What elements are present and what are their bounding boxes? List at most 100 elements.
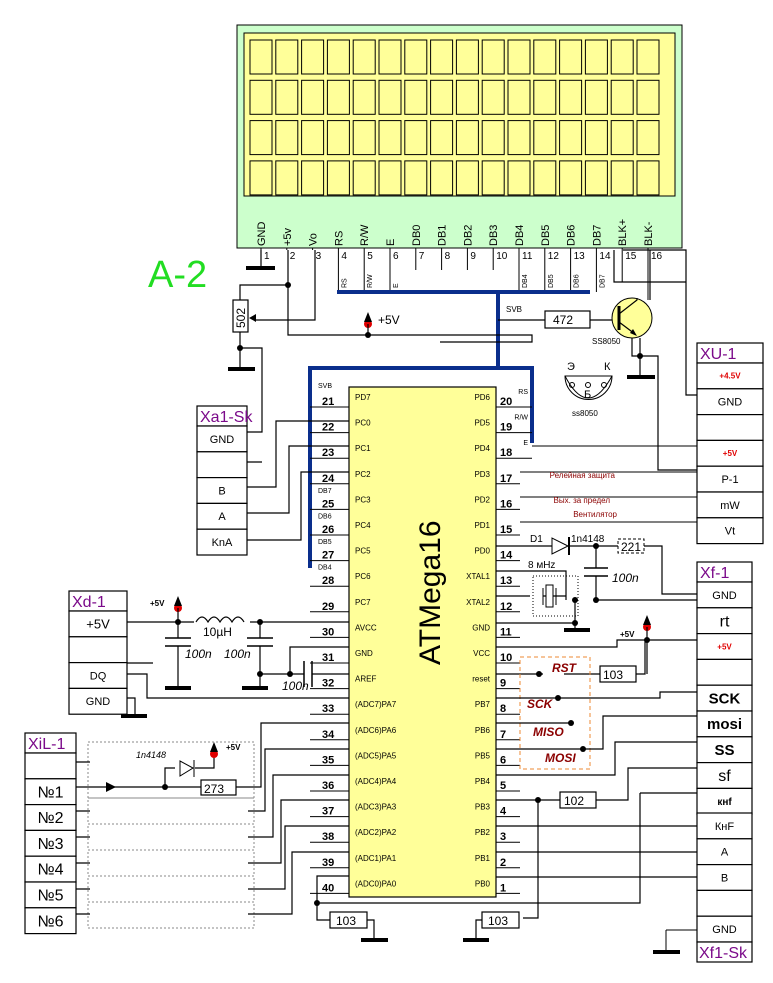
mcu-pin-number: 30: [322, 626, 334, 638]
connector-pin-label: №1: [37, 784, 63, 801]
connector-pin-cell[interactable]: [696, 607, 753, 635]
lcd-char-cell: [249, 120, 273, 156]
connector-pin-label: B: [218, 485, 225, 497]
connector-pin-label: +4.5V: [719, 372, 741, 381]
resistor-102-value-alt: 102: [564, 794, 584, 808]
lcd-char-cell: [455, 160, 479, 196]
lcd-char-cell: [430, 39, 454, 75]
lcd-char-cell: [326, 39, 350, 75]
bus-tap-label: DB5: [548, 274, 555, 288]
lcd-character-cells: [249, 39, 660, 196]
connector-pin-cell[interactable]: [696, 889, 753, 917]
lcd-char-cell: [249, 160, 273, 196]
connector-pin-cell[interactable]: [696, 581, 753, 609]
mcu-net-label: E: [523, 440, 528, 447]
connector-pin-cell[interactable]: [696, 863, 753, 891]
connector-pin-cell[interactable]: [196, 502, 248, 530]
mcu-pin-name: PC3: [355, 495, 371, 504]
lcd-char-cell: [533, 39, 557, 75]
cap-value: 100n: [185, 647, 212, 661]
connector-pin-cell[interactable]: [68, 636, 128, 664]
lcd-char-cell: [275, 79, 299, 115]
lcd-char-cell: [610, 79, 634, 115]
bus-tap-label: DB6: [574, 274, 581, 288]
mcu-pin-number: 18: [500, 447, 512, 459]
connector-pin-cell[interactable]: [696, 915, 753, 943]
connector-pin-cell[interactable]: [696, 465, 764, 493]
connector-pin-cell[interactable]: [196, 477, 248, 505]
lcd-char-cell: [352, 160, 376, 196]
mcu-net-label: RS: [518, 389, 528, 396]
mcu-pin-name: XTAL2: [466, 598, 490, 607]
connector-pin-cell[interactable]: [68, 610, 128, 638]
connector-pin-label: GND: [712, 590, 737, 602]
resistor-221-value: 221: [621, 540, 641, 554]
connector-pin-cell[interactable]: [696, 736, 753, 764]
junction: [285, 282, 291, 288]
connector-pin-cell[interactable]: [696, 812, 753, 840]
mcu-pin-name: (ADC5)PA5: [355, 751, 397, 760]
bus-right-leg: [470, 366, 534, 443]
lcd-pin-name: DB3: [488, 225, 500, 246]
connector-pin-cell[interactable]: [696, 632, 753, 660]
lcd-pin-number: 3: [316, 251, 322, 262]
connector-pin-label: №6: [37, 913, 63, 930]
mcu-pin-name: PC2: [355, 470, 371, 479]
mcu-pin-number: 6: [500, 754, 506, 766]
mcu-pin-number: 4: [500, 806, 507, 818]
lcd-char-cell: [507, 79, 531, 115]
mcu-pin-number: 39: [322, 857, 334, 869]
inductor-10uh: [195, 616, 245, 624]
connector-pin-label: P-1: [721, 474, 738, 486]
lcd-char-cell: [610, 160, 634, 196]
base-resistor-value: 472: [553, 313, 573, 327]
connector-pin-cell[interactable]: [24, 752, 77, 780]
connector-pin-cell[interactable]: [696, 658, 753, 686]
lcd-module: GND1+5v2Vo3RS4RSR/W5R/WE6EDB07DB18DB29DB…: [236, 24, 683, 300]
lcd-char-cell: [610, 120, 634, 156]
lcd-pin-number: 13: [574, 251, 586, 262]
input-diode-part: 1n4148: [136, 750, 166, 760]
connector-pin-cell[interactable]: [24, 881, 77, 909]
input-circuit-box: [87, 741, 255, 799]
mcu-pin-number: 19: [500, 422, 512, 434]
contrast-potentiometer: [232, 299, 249, 333]
lcd-pin-number: 1: [264, 251, 270, 262]
mcu-pin-number: 17: [500, 473, 512, 485]
connector-title: XiL-1: [28, 736, 65, 753]
mcu-pin-name: PC4: [355, 521, 371, 530]
connector-pin-cell[interactable]: [68, 661, 128, 689]
mcu-body: [348, 386, 497, 898]
connector-pin-cell[interactable]: [696, 787, 753, 815]
connector-pin-label: rt: [720, 613, 730, 630]
pin-hole: [569, 382, 575, 388]
connector-pin-cell[interactable]: [196, 425, 248, 453]
connector-pin-cell[interactable]: [24, 803, 77, 831]
mcu-pin-number: 37: [322, 806, 334, 818]
connector-pin-cell[interactable]: [696, 414, 764, 442]
connector-pin-cell[interactable]: [68, 687, 128, 715]
lcd-char-cell: [507, 160, 531, 196]
osc-wiring: [496, 545, 697, 631]
mcu-pin-number: 34: [322, 729, 335, 741]
lcd-char-cell: [249, 39, 273, 75]
connector-pin-cell[interactable]: [196, 451, 248, 479]
mcu-pin-name: GND: [472, 623, 490, 632]
lcd-char-cell: [404, 120, 428, 156]
lcd-char-cell: [430, 79, 454, 115]
lcd-char-cell: [559, 39, 583, 75]
lcd-char-cell: [455, 120, 479, 156]
connector-pin-cell[interactable]: [696, 517, 764, 545]
limit-annotation: Вых. за предел: [554, 496, 611, 505]
connector-pin-cell[interactable]: [696, 710, 753, 738]
bus-tap-label: R/W: [367, 274, 374, 288]
mcu-pin-name: (ADC3)PA3: [355, 803, 397, 812]
isp-rst-label: RST: [552, 661, 578, 675]
lcd-char-cell: [378, 120, 402, 156]
connector-pin-cell[interactable]: [24, 907, 77, 935]
connector-pin-cell[interactable]: [196, 528, 248, 556]
connector-pin-cell[interactable]: [696, 439, 764, 467]
connector-title: Xd-1: [72, 594, 106, 611]
